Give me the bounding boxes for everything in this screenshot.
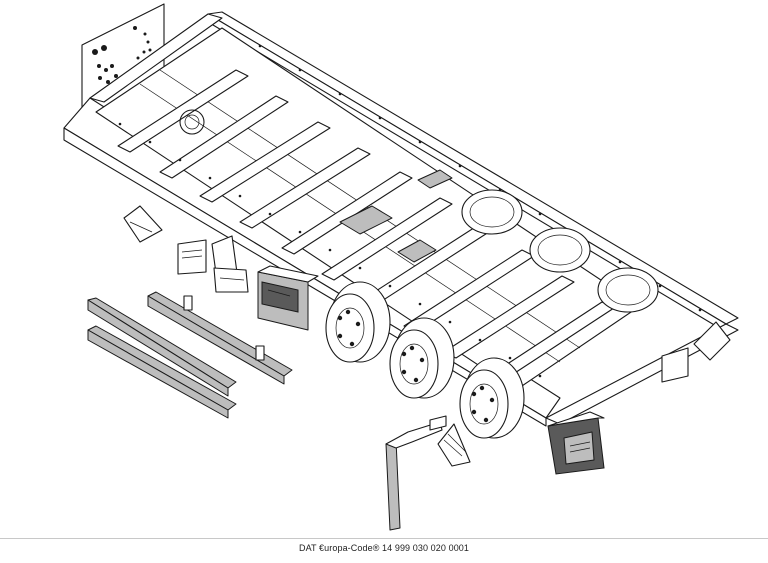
- side-guard-upper-right[interactable]: [147, 291, 293, 385]
- tool-box-rear[interactable]: [547, 411, 605, 475]
- landing-gear[interactable]: [211, 235, 249, 293]
- wheel-axle-2[interactable]: [389, 317, 455, 399]
- rear-light-plate[interactable]: [661, 347, 689, 383]
- spare-wheel-winder[interactable]: [385, 415, 447, 531]
- wheel-set[interactable]: [325, 189, 659, 439]
- rear-reflector-right[interactable]: [693, 321, 731, 361]
- side-guard-lower-left[interactable]: [87, 325, 237, 419]
- wheel-axle-1[interactable]: [325, 281, 391, 363]
- footer-divider: [0, 538, 768, 539]
- marker-plate[interactable]: [177, 239, 207, 275]
- tool-box-left[interactable]: [257, 265, 319, 331]
- europa-code-footer: DAT €uropa-Code® 14 999 030 020 0001: [298, 543, 470, 553]
- wheel-chock[interactable]: [437, 423, 471, 467]
- side-reflector-left[interactable]: [123, 205, 163, 243]
- wheel-axle-3[interactable]: [459, 357, 525, 439]
- trailer-chassis-exploded-diagram: .ln{fill:none;stroke:#1a1a1a;stroke-widt…: [63, 3, 739, 531]
- side-guard-upper-left[interactable]: [87, 297, 237, 397]
